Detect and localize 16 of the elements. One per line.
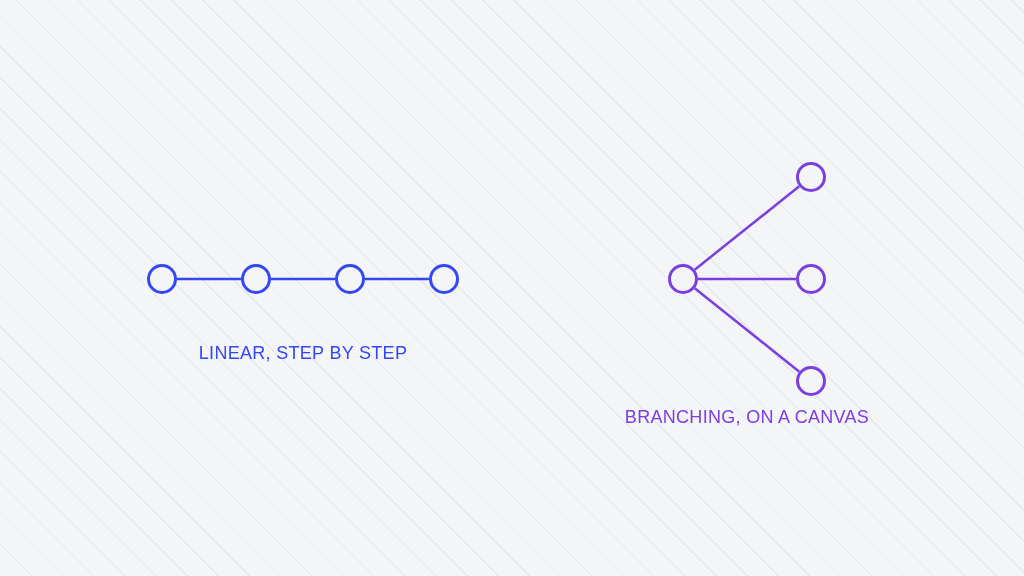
connector-line (698, 277, 796, 281)
circle-node (796, 162, 826, 192)
circle-node (796, 264, 826, 294)
circle-node (241, 264, 271, 294)
caption-text: BRANCHING, ON A CANVAS (623, 407, 871, 428)
connector-line (693, 287, 801, 373)
circle-node (147, 264, 177, 294)
connector-line (271, 277, 335, 281)
connector-line (177, 277, 241, 281)
connector-line (693, 185, 801, 271)
connector-line (365, 277, 429, 281)
circle-node (429, 264, 459, 294)
caption-text: LINEAR, STEP BY STEP (197, 343, 409, 364)
circle-node (796, 366, 826, 396)
circle-node (668, 264, 698, 294)
circle-node (335, 264, 365, 294)
